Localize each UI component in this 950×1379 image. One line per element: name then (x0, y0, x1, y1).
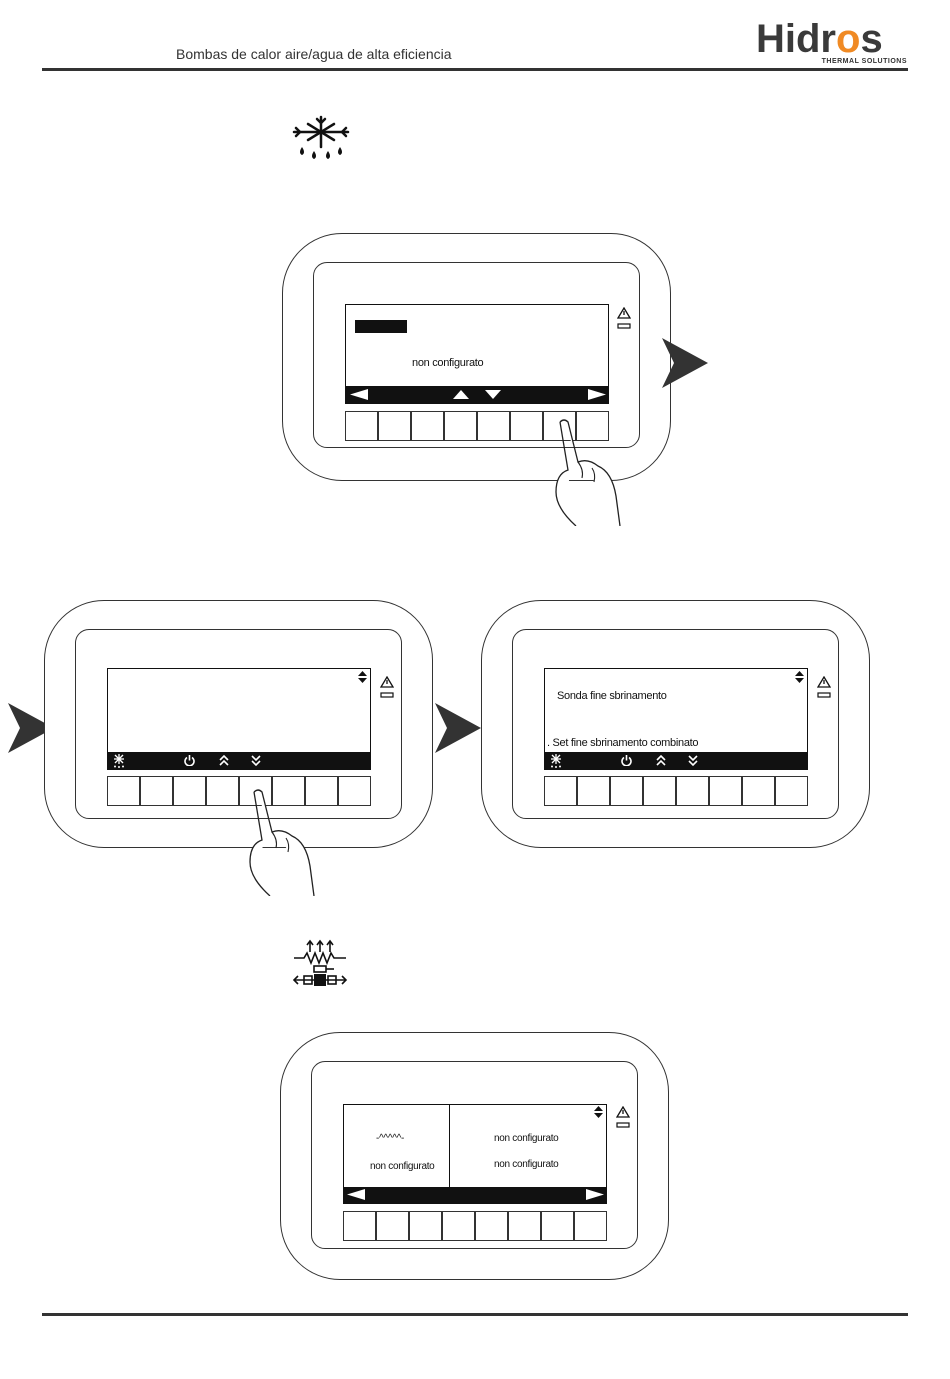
controller-panel-2 (44, 600, 433, 848)
soft-key-8[interactable] (775, 776, 808, 806)
soft-key-4[interactable] (206, 776, 239, 806)
soft-key-4[interactable] (444, 411, 477, 441)
panel-3-keypad (544, 776, 808, 806)
header-rule (42, 68, 908, 71)
soft-key-1[interactable] (343, 1211, 376, 1241)
soft-key-2[interactable] (378, 411, 411, 441)
warning-icon (617, 307, 631, 331)
page-down-icon (688, 755, 698, 766)
soft-key-4[interactable] (442, 1211, 475, 1241)
selected-field-highlight (355, 320, 407, 333)
scroll-indicator-icon (795, 671, 804, 683)
panel-3-screen: Sonda fine sbrinamento . Set fine sbrina… (544, 668, 808, 770)
left-arrow-icon (350, 389, 368, 400)
power-icon (184, 755, 195, 766)
brand-logo: Hidros THERMAL SOLUTIONS (756, 18, 911, 70)
panel-2-screen (107, 668, 371, 770)
warning-icon (817, 676, 831, 700)
controller-panel-3: Sonda fine sbrinamento . Set fine sbrina… (481, 600, 870, 848)
flow-arrow-icon (433, 703, 481, 753)
soft-key-1[interactable] (107, 776, 140, 806)
defrost-snowflake-icon (290, 113, 352, 169)
soft-key-7[interactable] (541, 1211, 574, 1241)
scroll-indicator-icon (594, 1106, 603, 1118)
heater-resistance-icon (290, 938, 350, 990)
left-status-text: non configurato (370, 1161, 434, 1172)
probe-label: Sonda fine sbrinamento (557, 690, 667, 702)
warning-icon (616, 1106, 630, 1130)
page-up-icon (656, 755, 666, 766)
soft-key-1[interactable] (345, 411, 378, 441)
soft-key-5[interactable] (676, 776, 709, 806)
right-status-text-2: non configurato (494, 1159, 558, 1170)
setpoint-label: . Set fine sbrinamento combinato (547, 737, 698, 749)
document-subtitle: Bombas de calor aire/agua de alta eficie… (176, 46, 452, 62)
resistance-symbol: -^^^^^- (376, 1133, 404, 1144)
panel-4-bezel: -^^^^^- non configurato non configurato … (311, 1061, 638, 1249)
brand-logo-word: Hidros (756, 18, 883, 60)
soft-key-3[interactable] (173, 776, 206, 806)
page-up-icon (219, 755, 229, 766)
panel-4-nav-bar (344, 1187, 606, 1203)
left-arrow-icon (347, 1189, 365, 1200)
soft-key-2[interactable] (577, 776, 610, 806)
page-down-icon (251, 755, 261, 766)
pointing-hand-icon (240, 788, 315, 896)
up-arrow-icon (453, 390, 469, 399)
soft-key-3[interactable] (411, 411, 444, 441)
panel-1-nav-bar (346, 386, 608, 403)
soft-key-7[interactable] (742, 776, 775, 806)
panel-2-keypad (107, 776, 371, 806)
soft-key-5[interactable] (475, 1211, 508, 1241)
panel-2-bezel (75, 629, 402, 819)
scroll-indicator-icon (358, 671, 367, 683)
pointing-hand-icon (546, 418, 621, 526)
soft-key-1[interactable] (544, 776, 577, 806)
down-arrow-icon (485, 390, 501, 399)
warning-icon (380, 676, 394, 700)
soft-key-6[interactable] (709, 776, 742, 806)
flow-arrow-icon (660, 338, 708, 388)
soft-key-4[interactable] (643, 776, 676, 806)
soft-key-8[interactable] (338, 776, 371, 806)
panel-4-keypad (343, 1211, 607, 1241)
soft-key-2[interactable] (376, 1211, 409, 1241)
soft-key-6[interactable] (508, 1211, 541, 1241)
panel-2-function-bar (108, 752, 370, 769)
soft-key-3[interactable] (409, 1211, 442, 1241)
brand-tagline: THERMAL SOLUTIONS (822, 58, 907, 65)
soft-key-8[interactable] (574, 1211, 607, 1241)
panel-1-screen: non configurato (345, 304, 609, 404)
panel-4-screen: -^^^^^- non configurato non configurato … (343, 1104, 607, 1204)
right-status-text-1: non configurato (494, 1133, 558, 1144)
panel-3-function-bar (545, 752, 807, 769)
soft-key-5[interactable] (477, 411, 510, 441)
soft-key-2[interactable] (140, 776, 173, 806)
panel-3-bezel: Sonda fine sbrinamento . Set fine sbrina… (512, 629, 839, 819)
defrost-icon (549, 753, 563, 768)
panel-1-status-text: non configurato (412, 357, 483, 369)
soft-key-6[interactable] (510, 411, 543, 441)
power-icon (621, 755, 632, 766)
right-arrow-icon (586, 1189, 604, 1200)
controller-panel-4: -^^^^^- non configurato non configurato … (280, 1032, 669, 1280)
screen-divider (449, 1105, 450, 1187)
right-arrow-icon (588, 389, 606, 400)
defrost-icon (112, 753, 126, 768)
soft-key-3[interactable] (610, 776, 643, 806)
footer-rule (42, 1313, 908, 1316)
